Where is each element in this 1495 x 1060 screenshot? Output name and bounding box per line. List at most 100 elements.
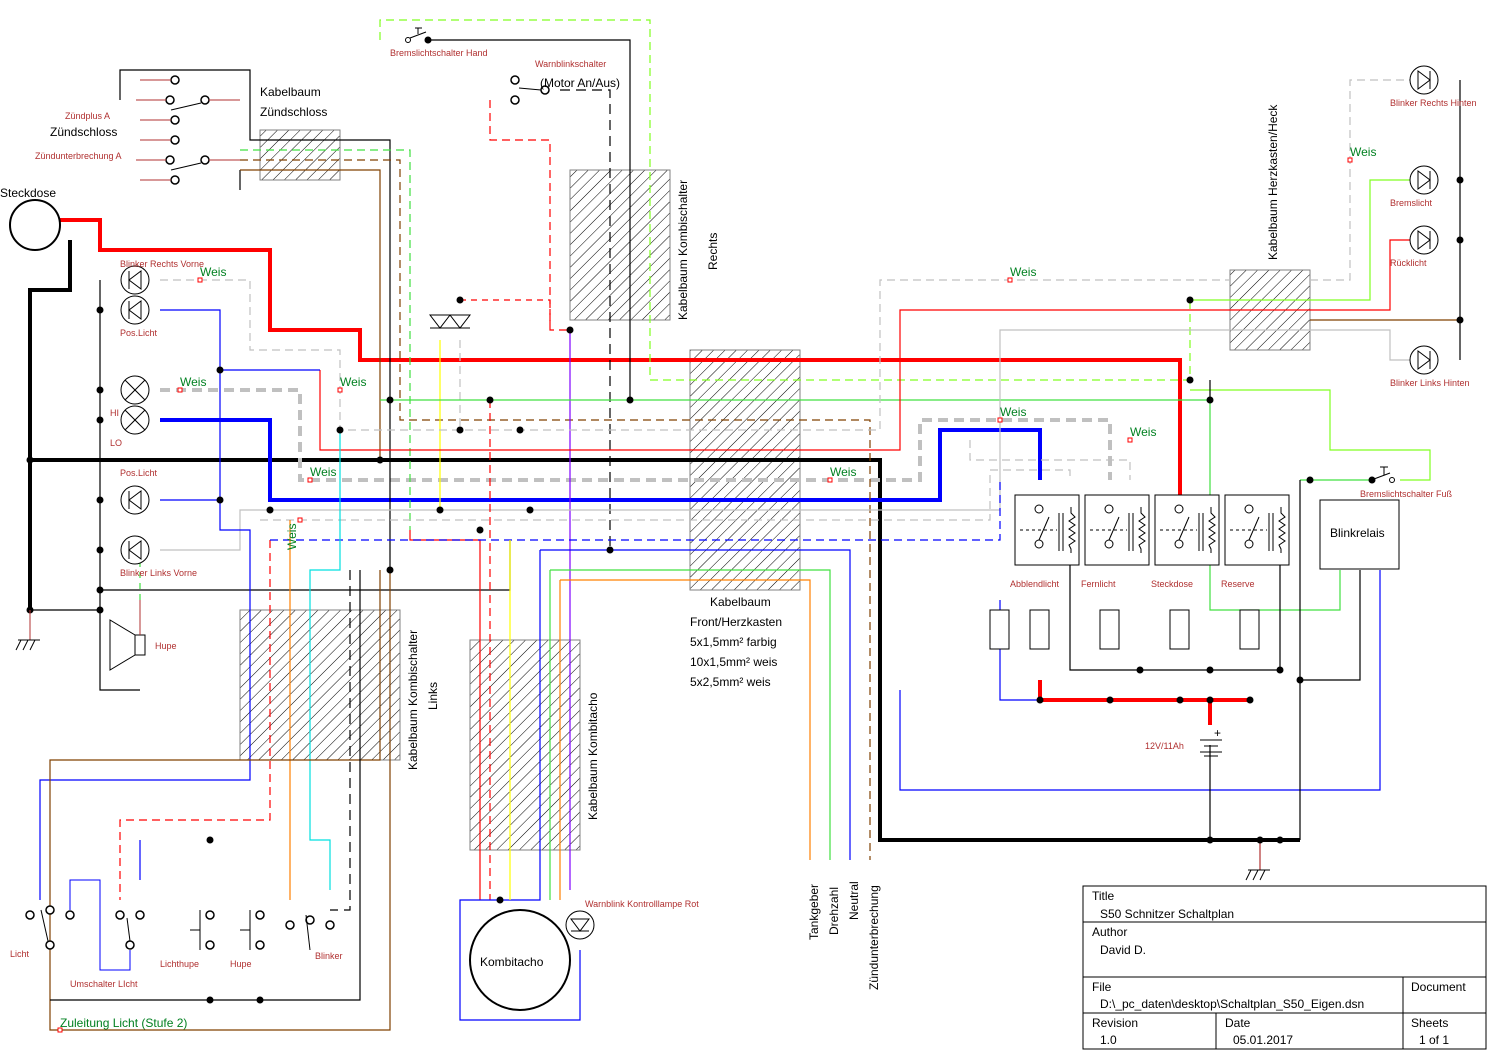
- wire-note-weis: Weis: [340, 375, 366, 389]
- wire-note-weis: Weis: [285, 524, 299, 550]
- label-relay-reserve: Reserve: [1221, 579, 1255, 589]
- hazard-switch: [510, 75, 550, 105]
- harness-kombischalter-rechts: [569, 169, 671, 321]
- weis-markers: [57, 157, 1353, 1033]
- label-switch-blinker: Blinker: [315, 951, 343, 961]
- label-steckdose: Steckdose: [0, 186, 56, 200]
- label-zuleitung: Zuleitung Licht (Stufe 2): [60, 1016, 187, 1030]
- wire-note-weis: Weis: [1000, 405, 1026, 419]
- label-bremslichtschalter-fuss: Bremslichtschalter Fuß: [1360, 489, 1453, 499]
- wire-hi-beam: [160, 388, 1112, 482]
- label-lo: LO: [110, 438, 122, 448]
- brake-switch-hand: [405, 27, 432, 44]
- hazard-indicator-lamp: [565, 910, 595, 940]
- label-blinker-links-vorne: Blinker Links Vorne: [120, 568, 197, 578]
- label-kabelbaum-front-4: 5x2,5mm² weis: [690, 675, 771, 689]
- label-bremslichtschalter-hand: Bremslichtschalter Hand: [390, 48, 488, 58]
- relay-block: [1014, 494, 1290, 566]
- label-relay-abblendlicht: Abblendlicht: [1010, 579, 1060, 589]
- label-blinker-rechts-vorne: Blinker Rechts Vorne: [120, 259, 204, 269]
- label-kabelbaum-front-0: Kabelbaum: [710, 595, 771, 609]
- harness-kombitacho: [469, 639, 581, 851]
- label-switch-licht: Licht: [10, 949, 30, 959]
- label-zuendplus: Zündplus A: [65, 111, 110, 121]
- label-switch-lichthupe: Lichthupe: [160, 959, 199, 969]
- tb-title-label: Title: [1092, 889, 1115, 903]
- label-kabelbaum-zuendschloss-1: Kabelbaum: [260, 85, 321, 99]
- label-blinker-links-hinten: Blinker Links Hinten: [1390, 378, 1470, 388]
- tb-sheets-value: 1 of 1: [1419, 1033, 1449, 1047]
- label-kombitacho: Kombitacho: [480, 955, 544, 969]
- label-kabelbaum-kombi-links-1: Kabelbaum Kombischalter: [406, 630, 420, 770]
- tb-sheets-label: Sheets: [1411, 1016, 1448, 1030]
- brake-switch-foot: [1368, 466, 1395, 484]
- tb-file-value: D:\_pc_daten\desktop\Schaltplan_S50_Eige…: [1100, 997, 1364, 1011]
- label-relay-steckdose: Steckdose: [1151, 579, 1193, 589]
- rear-lights: [1409, 65, 1439, 375]
- wire-note-weis: Weis: [1010, 265, 1036, 279]
- tb-document-label: Document: [1411, 980, 1466, 994]
- label-kabelbaum-front-2: 5x1,5mm² farbig: [690, 635, 777, 649]
- label-relay-fernlicht: Fernlicht: [1081, 579, 1116, 589]
- wire-note-weis: Weis: [1130, 425, 1156, 439]
- tb-revision-label: Revision: [1092, 1016, 1138, 1030]
- ignition-switch: [165, 75, 210, 185]
- label-bremslicht: Bremslicht: [1390, 198, 1433, 208]
- label-zuendschloss: Zündschloss: [50, 125, 117, 139]
- label-kabelbaum-kombi-rechts-1: Kabelbaum Kombischalter: [676, 180, 690, 320]
- label-blinker-rechts-hinten: Blinker Rechts Hinten: [1390, 98, 1477, 108]
- battery-symbol: [1200, 739, 1222, 757]
- horn-symbol: [109, 600, 146, 671]
- wire-note-weis: Weis: [310, 465, 336, 479]
- label-output-tankgeber: Tankgeber: [807, 884, 821, 940]
- wire-note-weis: Weis: [200, 265, 226, 279]
- label-battery: 12V/11Ah: [1145, 741, 1184, 751]
- ground-symbol-left: [15, 610, 40, 651]
- speedometer-symbol: [469, 909, 571, 1011]
- label-kabelbaum-front-1: Front/Herzkasten: [690, 615, 782, 629]
- flasher-relay-box: [1319, 499, 1400, 570]
- wire-note-weis: Weis: [180, 375, 206, 389]
- tb-author-value: David D.: [1100, 943, 1146, 957]
- title-block: Title S50 Schnitzer Schaltplan Author Da…: [1082, 885, 1487, 1050]
- label-zuendunterbrechung-a: Zündunterbrechung A: [35, 151, 122, 161]
- tb-title-value: S50 Schnitzer Schaltplan: [1100, 907, 1234, 921]
- junction-dots: [26, 176, 1464, 1004]
- tb-date-value: 05.01.2017: [1233, 1033, 1293, 1047]
- harness-kombischalter-links: [239, 609, 401, 761]
- label-warnblinkschalter: Warnblinkschalter: [535, 59, 606, 69]
- label-warnblink-lampe: Warnblink Kontrolllampe Rot: [585, 899, 699, 909]
- ground-symbol-right: [1245, 869, 1270, 881]
- fuses: [989, 609, 1260, 650]
- label-switch-umschalter: Umschalter LIcht: [70, 979, 138, 989]
- label-hi: HI: [110, 408, 119, 418]
- harness-front-herzkasten: [689, 349, 801, 591]
- label-kabelbaum-kombi-links-2: Links: [426, 682, 440, 710]
- tb-file-label: File: [1092, 980, 1112, 994]
- label-kabelbaum-kombitacho: Kabelbaum Kombitacho: [586, 692, 600, 820]
- label-kabelbaum-kombi-rechts-2: Rechts: [706, 233, 720, 270]
- label-switch-hupe: Hupe: [230, 959, 252, 969]
- handlebar-switches: [25, 905, 335, 951]
- label-pos-licht-2: Pos.Licht: [120, 468, 158, 478]
- label-hupe-symbol: Hupe: [155, 641, 177, 651]
- front-lights: [120, 265, 150, 565]
- label-motor-an-aus: (Motor An/Aus): [540, 76, 620, 90]
- label-kabelbaum-front-3: 10x1,5mm² weis: [690, 655, 777, 669]
- wire-note-weis: Weis: [1350, 145, 1376, 159]
- wire-lo-beam: [160, 418, 1042, 502]
- wire-ground-steckdose: [28, 240, 72, 610]
- tb-author-label: Author: [1092, 925, 1127, 939]
- label-kabelbaum-heck: Kabelbaum Herzkasten/Heck: [1266, 104, 1280, 260]
- label-output-neutral: Neutral: [847, 881, 861, 920]
- label-blinkrelais: Blinkrelais: [1330, 526, 1385, 540]
- wire-ground-main: [30, 458, 1300, 842]
- tb-date-label: Date: [1225, 1016, 1251, 1030]
- label-pos-licht-1: Pos.Licht: [120, 328, 158, 338]
- label-output-drehzahl: Drehzahl: [827, 887, 841, 935]
- socket-symbol: [9, 199, 61, 251]
- label-kabelbaum-zuendschloss-2: Zündschloss: [260, 105, 327, 119]
- diode-pair: [428, 314, 472, 329]
- wire-note-weis: Weis: [830, 465, 856, 479]
